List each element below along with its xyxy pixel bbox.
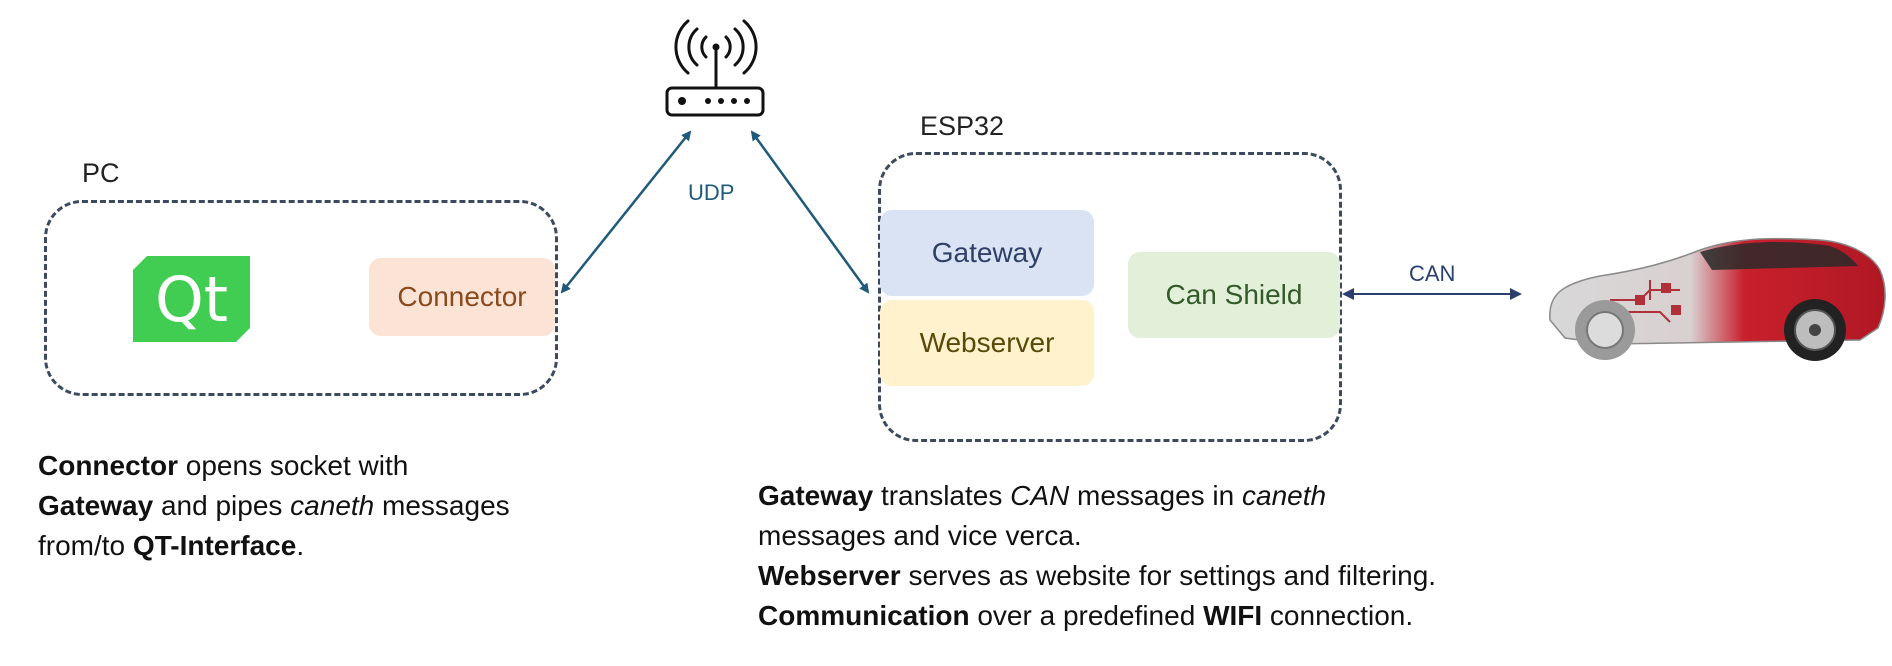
esp32-desc-line-2: messages and vice verca.	[758, 520, 1082, 551]
esp32-desc-line-3: Webserver serves as website for settings…	[758, 560, 1437, 591]
udp-arrow-pc	[560, 130, 692, 294]
connector-block: Connector	[369, 258, 555, 336]
esp32-description: Gateway translates CAN messages in canet…	[758, 476, 1558, 636]
can-label: CAN	[1409, 261, 1456, 286]
gateway-block: Gateway	[880, 210, 1094, 296]
qt-logo-text: Qt	[154, 262, 229, 336]
qt-logo-shape	[133, 256, 250, 342]
qt-logo: Qt	[133, 256, 250, 342]
webserver-block: Webserver	[880, 300, 1094, 386]
udp-arrow-esp32	[750, 130, 870, 294]
router-icon	[665, 19, 765, 117]
esp32-label: ESP32	[920, 111, 1005, 141]
pc-desc-line-2: Gateway and pipes caneth messages	[38, 490, 510, 521]
pc-desc-line-3: from/to QT-Interface.	[38, 530, 305, 561]
can-shield-block: Can Shield	[1128, 252, 1340, 338]
esp32-desc-line-4: Communication over a predefined WIFI con…	[758, 600, 1414, 631]
pc-group-box	[44, 200, 558, 396]
esp32-group-box	[878, 152, 1342, 442]
esp32-desc-line-1: Gateway translates CAN messages in canet…	[758, 480, 1327, 511]
pc-desc-line-1: Connector opens socket with	[38, 450, 409, 481]
udp-label: UDP	[688, 180, 735, 205]
pc-label: PC	[82, 158, 120, 188]
car-illustration	[1549, 237, 1886, 361]
pc-description: Connector opens socket with Gateway and …	[38, 446, 598, 566]
